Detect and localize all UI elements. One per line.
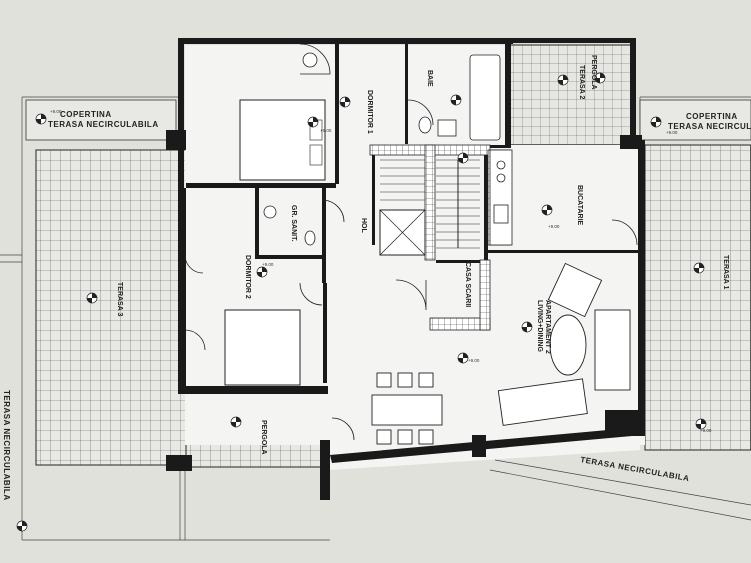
terasa-nc-left-label: TERASA NECIRCULABILA bbox=[48, 120, 159, 129]
casa-scarii-label: CASA SCARII bbox=[464, 262, 471, 307]
terasa2-area bbox=[509, 44, 636, 146]
terasa-nc-right-label: TERASA NECIRCULABILA bbox=[668, 122, 751, 131]
level-markers bbox=[16, 72, 707, 532]
terasa3-area bbox=[35, 149, 187, 466]
gr-sanit-label: GR. SANIT. bbox=[290, 205, 297, 242]
pergola-bottom-label: PERGOLA bbox=[260, 420, 267, 455]
terasa-nc-side-label: TERASA NECIRCULABILA bbox=[2, 390, 11, 501]
copertina-right-label: COPERTINA bbox=[686, 112, 738, 121]
staircase bbox=[380, 159, 480, 249]
pergola-top-label: PERGOLA bbox=[590, 55, 597, 90]
level-cop-right: +9.00 bbox=[666, 130, 678, 135]
terasa2-label: TERASA 2 bbox=[578, 65, 585, 99]
bucatarie-label: BUCATARIE bbox=[576, 185, 583, 226]
apartament-label: APARTAMENT 2 bbox=[544, 300, 551, 354]
level-bottom: +9.00 bbox=[700, 428, 712, 433]
dormitor1-label: DORMITOR 1 bbox=[366, 90, 373, 134]
level-dormitor2: +9.00 bbox=[262, 262, 274, 267]
terasa3-label: TERASA 3 bbox=[116, 282, 123, 316]
baie-label: BAIE bbox=[426, 70, 433, 87]
dining-table bbox=[371, 372, 443, 445]
terasa1-area bbox=[644, 144, 751, 451]
living-label: LIVING+DINING bbox=[536, 300, 543, 352]
level-cop-left: +9.00 bbox=[50, 109, 62, 114]
level-dormitor1: +9.00 bbox=[320, 128, 332, 133]
copertina-left-label: COPERTINA bbox=[60, 110, 112, 119]
terasa1-label: TERASA 1 bbox=[722, 255, 729, 289]
dormitor2-label: DORMITOR 2 bbox=[244, 255, 251, 299]
level-living: +9.00 bbox=[468, 358, 480, 363]
hol-label: HOL bbox=[360, 218, 367, 234]
level-bucatarie: +9.00 bbox=[548, 224, 560, 229]
